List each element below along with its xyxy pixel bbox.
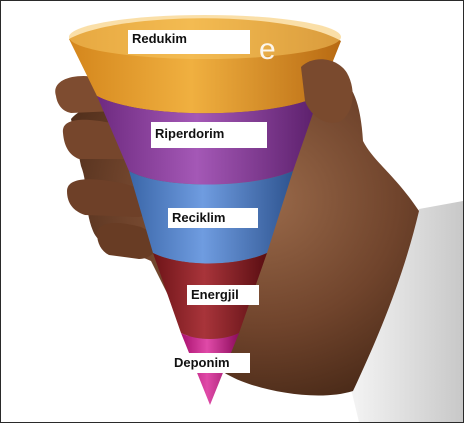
faded-letter-decoration: e [259, 33, 276, 66]
level-label-reciklim: Reciklim [168, 208, 258, 228]
level-label-energjil: Energjil [187, 285, 259, 305]
level-label-redukim: Redukim [128, 30, 250, 54]
level-label-deponim: Deponim [170, 353, 250, 373]
level-label-riperdorim: Riperdorim [151, 122, 267, 148]
